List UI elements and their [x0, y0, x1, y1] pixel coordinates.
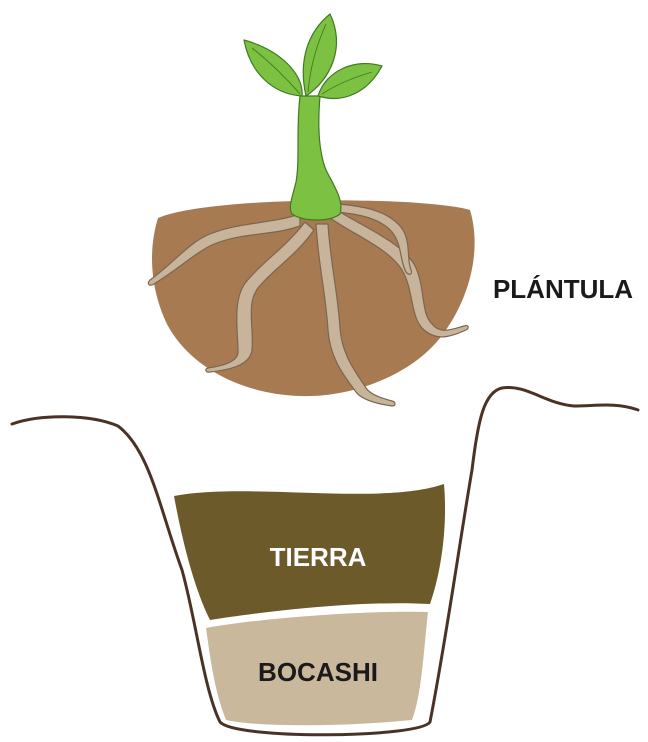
seedling-stem	[290, 96, 341, 220]
seedling	[244, 14, 382, 220]
bocashi-label: BOCASHI	[258, 657, 378, 687]
tierra-label: TIERRA	[270, 542, 367, 572]
plant-label: PLÁNTULA	[493, 274, 633, 304]
